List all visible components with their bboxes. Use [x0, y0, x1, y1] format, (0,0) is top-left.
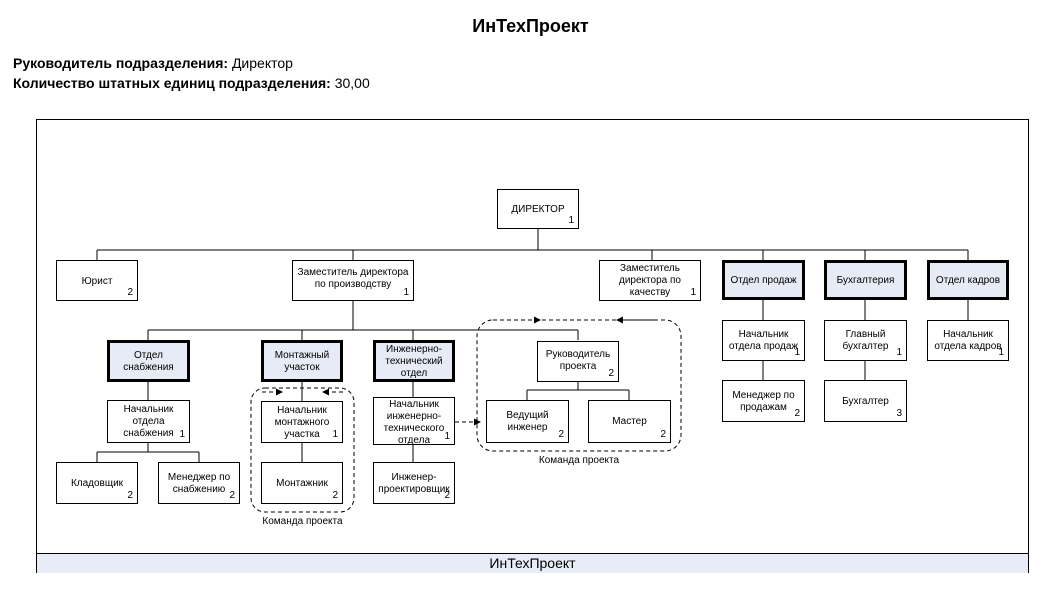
node-label: Отдел кадров — [935, 275, 1001, 286]
node-label: Начальник отдела продаж — [728, 329, 799, 352]
node-master: Мастер 2 — [588, 400, 671, 443]
node-label: Монтажник — [276, 478, 328, 489]
node-count: 1 — [444, 431, 450, 442]
node-deputy-quality: Заместитель директора по качеству 1 — [599, 260, 701, 301]
node-label: Ведущий инженер — [506, 410, 549, 433]
node-hr-head: Начальник отдела кадров 1 — [927, 320, 1009, 361]
node-count: 2 — [660, 429, 666, 440]
node-install-site: Монтажный участок — [261, 340, 343, 382]
node-chief-accountant: Главный бухгалтер 1 — [824, 320, 907, 361]
node-label: Начальник отдела кадров — [934, 329, 1002, 352]
node-hr-dept: Отдел кадров — [927, 260, 1009, 300]
node-accountant: Бухгалтер 3 — [824, 380, 907, 422]
node-label: ДИРЕКТОР — [511, 204, 565, 215]
node-label: Монтажный участок — [274, 350, 330, 373]
staff-label: Количество штатных единиц подразделения: — [13, 75, 331, 91]
node-label: Инженерно-технический отдел — [385, 344, 443, 379]
node-count: 1 — [568, 215, 574, 226]
staff-value: 30,00 — [334, 75, 370, 91]
node-label: Бухгалтер — [842, 396, 889, 407]
node-label: Заместитель директора по производству — [297, 267, 409, 290]
node-label: Отдел снабжения — [123, 350, 174, 373]
node-label: Начальник отдела снабжения — [123, 404, 174, 439]
node-count: 2 — [229, 490, 235, 501]
node-label: Менеджер по продажам — [732, 390, 795, 413]
node-label: Заместитель директора по качеству — [619, 263, 681, 298]
node-label: Менеджер по снабжению — [167, 472, 231, 495]
staff-info: Количество штатных единиц подразделения:… — [13, 75, 370, 91]
node-count: 1 — [794, 347, 800, 358]
node-count: 2 — [127, 490, 133, 501]
node-deputy-production: Заместитель директора по производству 1 — [292, 260, 414, 301]
node-label: Кладовщик — [70, 478, 124, 489]
node-sales-head: Начальник отдела продаж 1 — [722, 320, 805, 361]
page-title: ИнТехПроект — [472, 16, 589, 36]
head-info: Руководитель подразделения: Директор — [13, 55, 293, 71]
node-label: Главный бухгалтер — [842, 329, 889, 352]
node-eng-dept: Инженерно-технический отдел — [373, 340, 455, 382]
node-lawyer: Юрист 2 — [56, 260, 138, 301]
node-count: 1 — [179, 429, 185, 440]
node-count: 3 — [896, 408, 902, 419]
node-label: Инженер-проектировщик — [378, 472, 450, 495]
node-director: ДИРЕКТОР 1 — [497, 189, 579, 229]
node-design-engineer: Инженер-проектировщик 2 — [373, 462, 455, 504]
node-project-lead: Руководитель проекта 2 — [537, 341, 619, 382]
node-count: 2 — [794, 408, 800, 419]
node-supply-head: Начальник отдела снабжения 1 — [107, 400, 190, 443]
node-label: Руководитель проекта — [545, 349, 611, 372]
node-label: Юрист — [81, 276, 113, 287]
node-lead-engineer: Ведущий инженер 2 — [486, 400, 569, 443]
node-label: Мастер — [612, 416, 647, 427]
node-count: 1 — [690, 287, 696, 298]
head-label: Руководитель подразделения: — [13, 55, 229, 71]
node-label: Начальник инженерно-технического отдела — [383, 399, 445, 446]
team-caption-left: Команда проекта — [262, 516, 343, 527]
node-sales-manager: Менеджер по продажам 2 — [722, 380, 805, 422]
node-label: Начальник монтажного участка — [274, 405, 330, 440]
node-count: 1 — [896, 347, 902, 358]
node-count: 1 — [332, 429, 338, 440]
node-accounting: Бухгалтерия — [824, 260, 907, 300]
node-count: 2 — [608, 368, 614, 379]
node-supply-dept: Отдел снабжения — [107, 340, 190, 382]
node-installer: Монтажник 2 — [261, 462, 343, 504]
node-label: Отдел продаж — [730, 275, 797, 286]
team-caption-right: Команда проекта — [538, 455, 620, 466]
node-storekeeper: Кладовщик 2 — [56, 462, 138, 504]
node-count: 1 — [998, 347, 1004, 358]
node-count: 2 — [558, 429, 564, 440]
node-label: Бухгалтерия — [836, 275, 895, 286]
chart-footer: ИнТехПроект — [37, 553, 1028, 573]
head-value: Директор — [231, 55, 293, 71]
node-count: 2 — [127, 287, 133, 298]
node-install-head: Начальник монтажного участка 1 — [261, 401, 343, 443]
node-count: 2 — [444, 490, 450, 501]
node-eng-head: Начальник инженерно-технического отдела … — [373, 397, 455, 446]
node-count: 1 — [403, 287, 409, 298]
node-count: 2 — [332, 490, 338, 501]
node-supply-manager: Менеджер по снабжению 2 — [158, 462, 240, 504]
node-sales-dept: Отдел продаж — [722, 260, 805, 300]
